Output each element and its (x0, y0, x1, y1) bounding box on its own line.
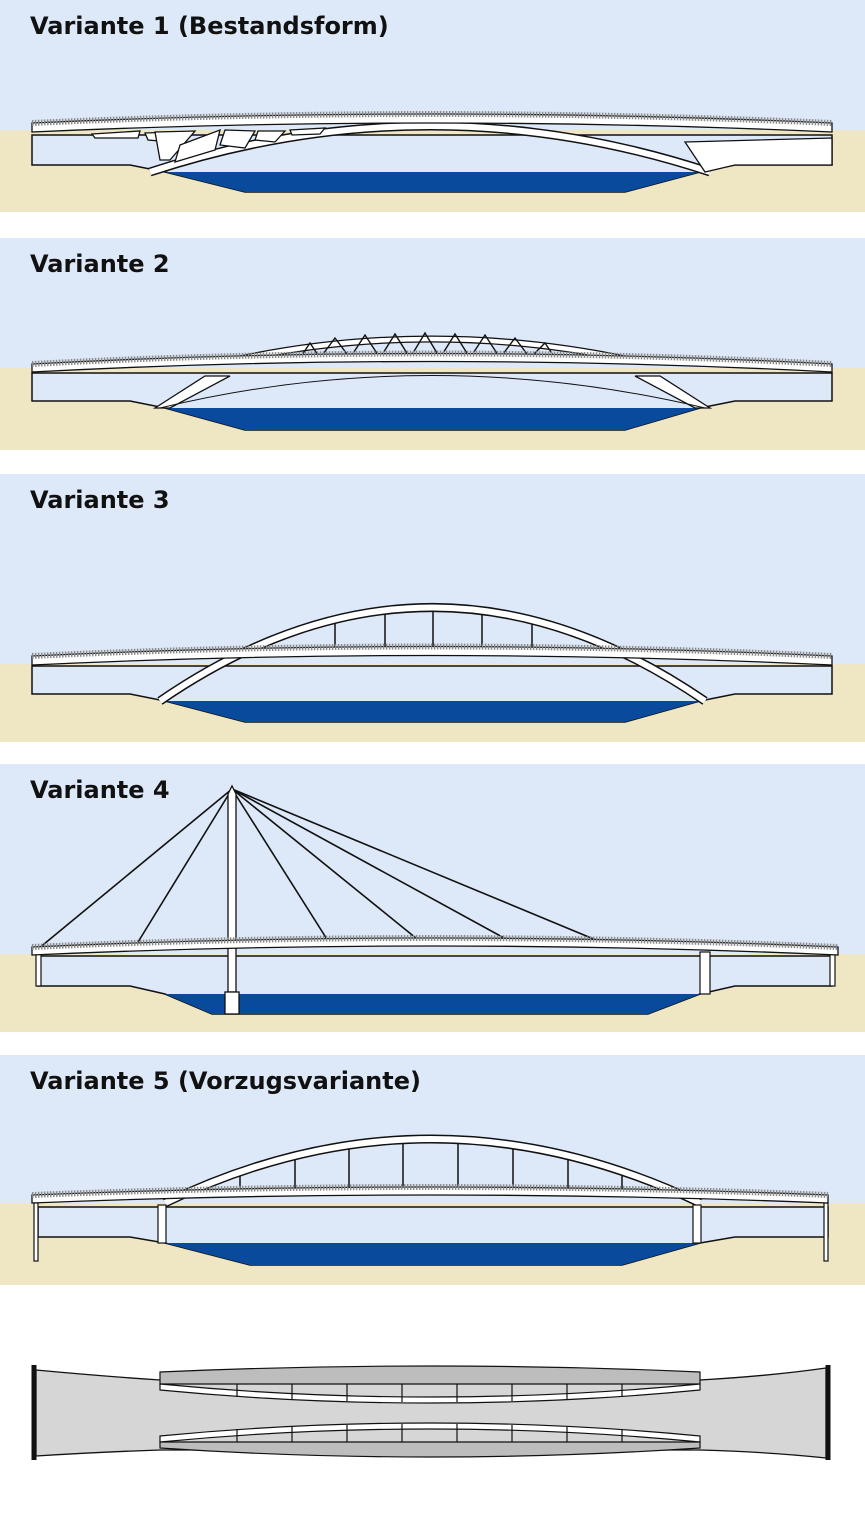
bridge-elevation-4 (0, 764, 865, 1032)
variant-panel-4: Variante 4 (0, 764, 865, 1032)
bridge-deck (31, 111, 833, 133)
variant-panel-3: Variante 3 (0, 474, 865, 742)
strut-left (152, 375, 231, 409)
variant-title-1: Variante 1 (Bestandsform) (30, 12, 389, 40)
pier-left (35, 951, 42, 987)
river-water (165, 994, 700, 1014)
bridge-deck (31, 1184, 829, 1204)
strut-right (634, 375, 713, 409)
variant-title-2: Variante 2 (30, 250, 170, 278)
variant-panel-2: Variante 2 (0, 238, 865, 450)
river-water (165, 408, 700, 430)
river-water (165, 1243, 700, 1265)
bridge-deck (31, 350, 833, 373)
truss-openings (90, 127, 327, 163)
piers (33, 1202, 829, 1262)
arch-top-plan (159, 1365, 701, 1404)
bridge-deck (31, 643, 833, 666)
lower-chord (159, 375, 706, 409)
pylon (227, 784, 237, 993)
truss-diagonals (299, 331, 556, 360)
pier-mid (699, 951, 711, 995)
variant-title-3: Variante 3 (30, 486, 170, 514)
river-water (165, 701, 700, 722)
variant-panel-1: Variante 1 (Bestandsform) (0, 0, 865, 212)
bridge-elevation-2 (0, 238, 865, 450)
pylon-footing (224, 991, 240, 1015)
river-water (165, 172, 700, 192)
variant-title-5: Variante 5 (Vorzugsvariante) (30, 1067, 421, 1095)
bridge-elevation-5 (0, 1055, 865, 1285)
arch-bottom-plan (159, 1422, 701, 1458)
bridge-elevation-3 (0, 474, 865, 742)
variant-panel-5: Variante 5 (Vorzugsvariante) (0, 1055, 865, 1285)
bridge-deck (31, 935, 839, 956)
bridge-elevation-1 (0, 0, 865, 212)
bridge-plan-view (31, 1365, 831, 1460)
variant-title-4: Variante 4 (30, 776, 170, 804)
hangers (239, 1137, 623, 1190)
stay-cables (37, 788, 609, 950)
abutment-right (683, 137, 833, 173)
pier-right (829, 951, 836, 987)
